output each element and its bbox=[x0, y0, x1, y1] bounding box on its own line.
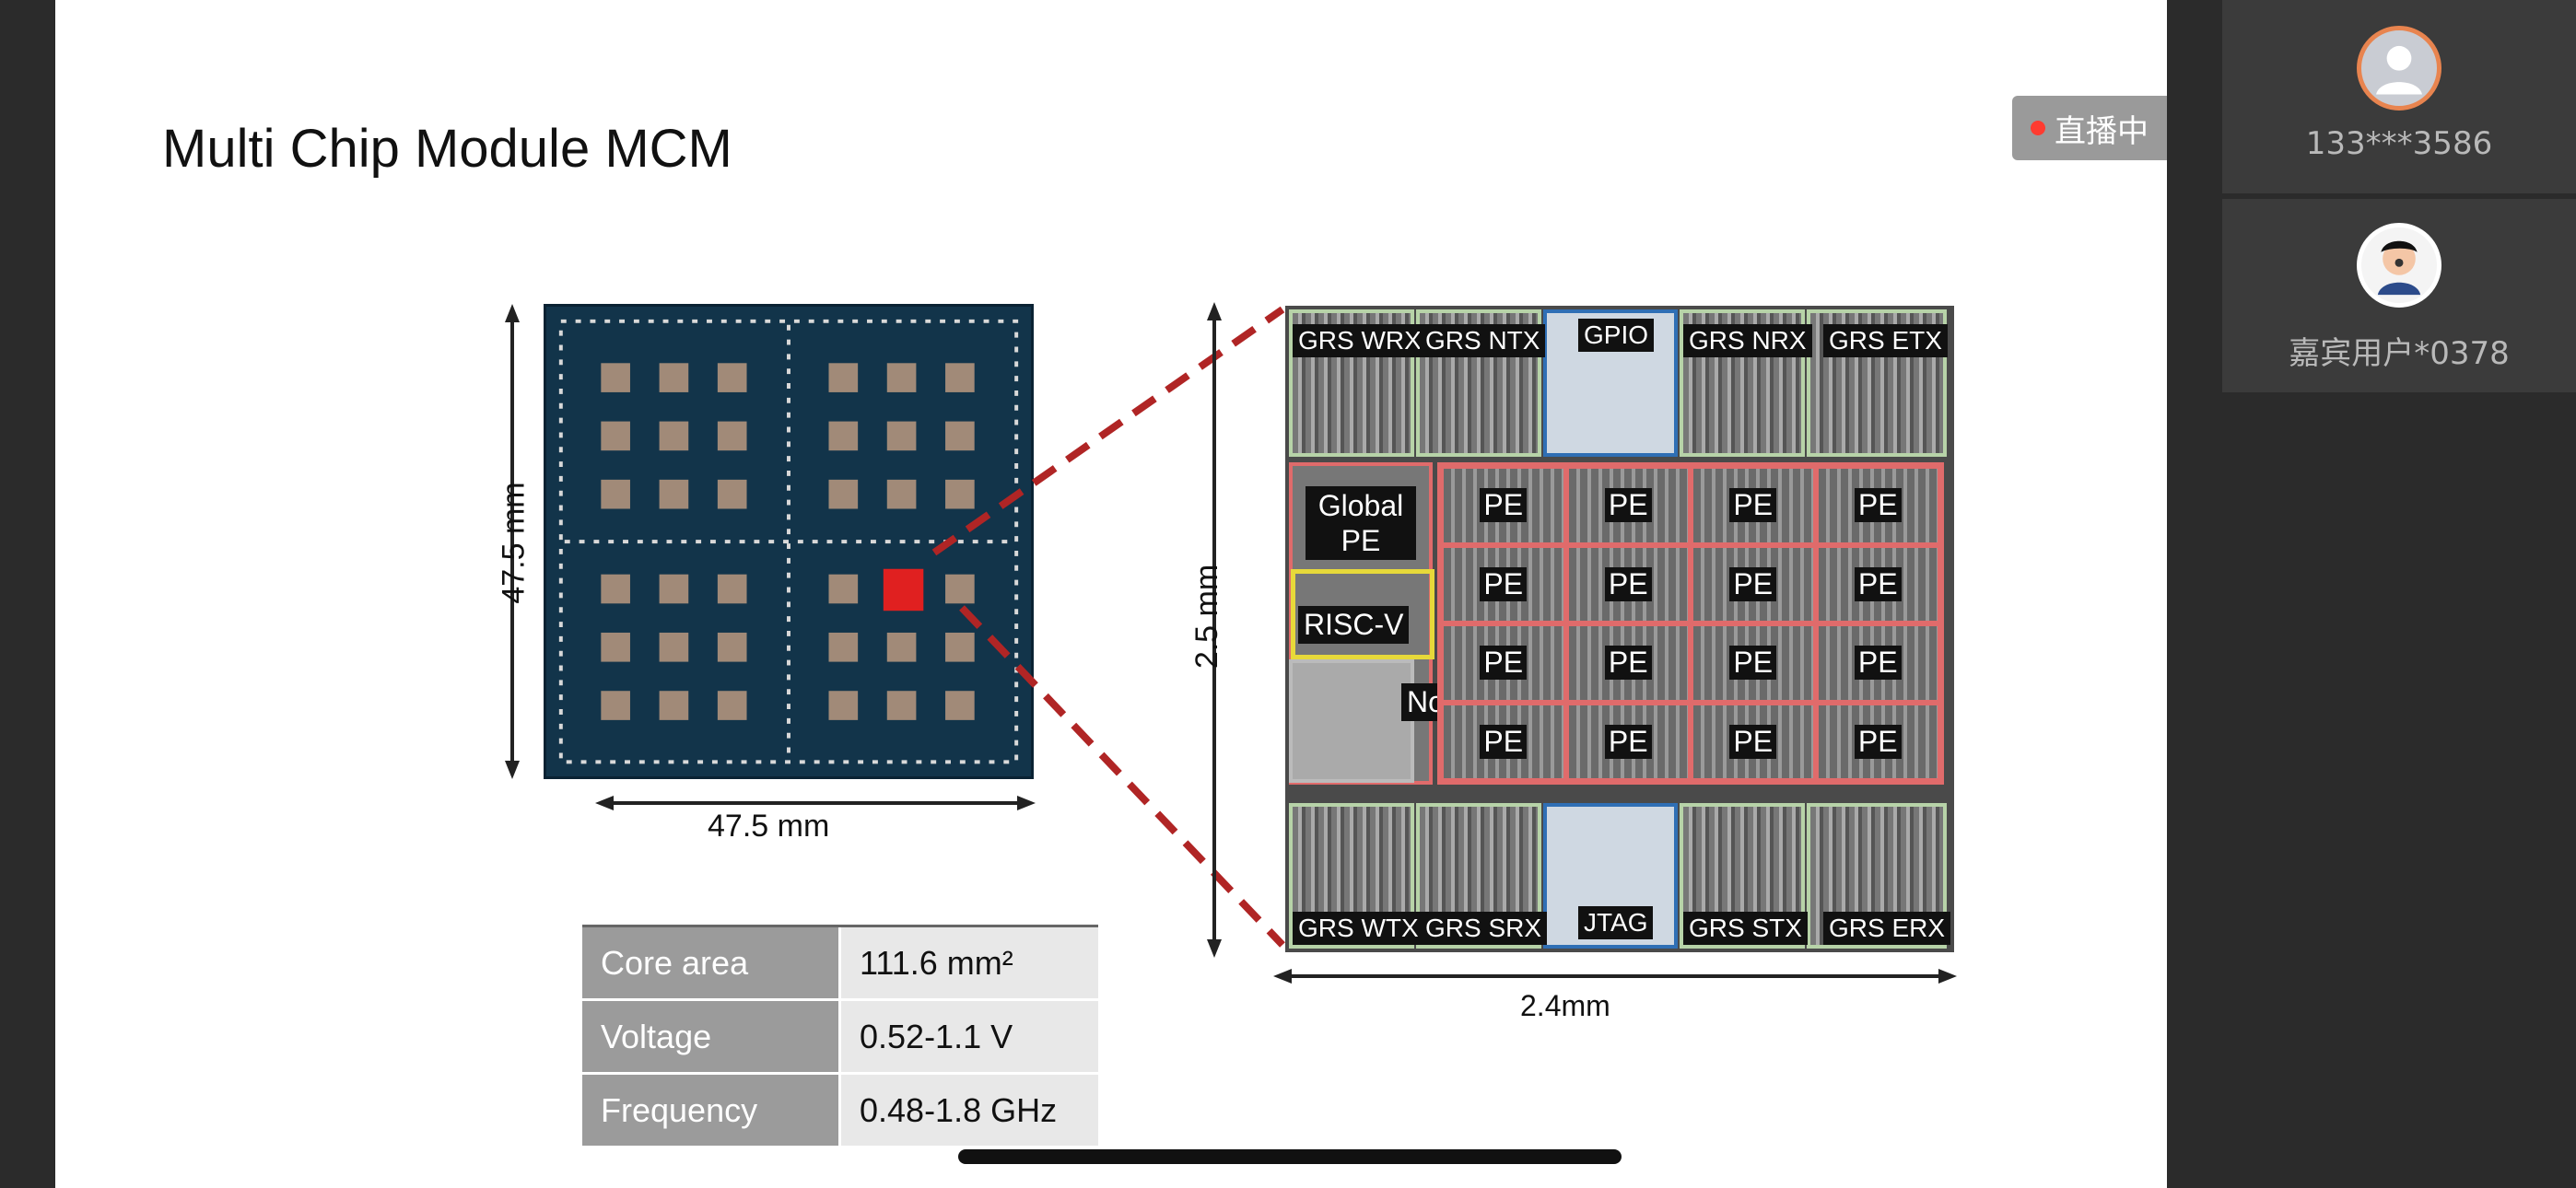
spec-table: Core area 111.6 mm² Voltage 0.52-1.1 V F… bbox=[582, 925, 1098, 1148]
die-label-grs-wrx: GRS WRX bbox=[1293, 324, 1427, 357]
pe-label: PE bbox=[1729, 646, 1777, 681]
pe-cell: PE bbox=[1565, 544, 1691, 623]
participant-name: 嘉宾用户*0378 bbox=[2289, 335, 2510, 372]
pe-cell: PE bbox=[1691, 466, 1816, 545]
pe-cell: PE bbox=[1441, 623, 1566, 703]
pe-label: PE bbox=[1854, 646, 1902, 681]
pe-cell: PE bbox=[1691, 623, 1816, 703]
pe-grid: PE PE PE PE PE PE PE PE PE PE PE PE PE P… bbox=[1437, 462, 1944, 785]
pe-label: PE bbox=[1854, 488, 1902, 523]
pe-label: PE bbox=[1604, 488, 1652, 523]
pe-cell: PE bbox=[1815, 702, 1940, 781]
pe-label: PE bbox=[1729, 488, 1777, 523]
die-label-grs-ntx: GRS NTX bbox=[1420, 324, 1546, 357]
package-dimension-arrows bbox=[505, 304, 1036, 810]
home-indicator[interactable] bbox=[958, 1149, 1622, 1164]
package-chip-array bbox=[558, 319, 1019, 764]
die-label-global-pe: Global PE bbox=[1306, 486, 1416, 560]
pe-label: PE bbox=[1854, 724, 1902, 759]
pe-label: PE bbox=[1480, 488, 1528, 523]
spec-key: Frequency bbox=[582, 1075, 838, 1146]
pe-cell: PE bbox=[1815, 544, 1940, 623]
table-row: Frequency 0.48-1.8 GHz bbox=[582, 1075, 1098, 1148]
die-label-grs-etx: GRS ETX bbox=[1823, 324, 1948, 357]
pe-cell: PE bbox=[1815, 466, 1940, 545]
die-height-label: 2.5 mm bbox=[1189, 564, 1225, 670]
live-status-badge: 直播中 bbox=[2012, 96, 2167, 160]
die-label-grs-nrx: GRS NRX bbox=[1683, 324, 1812, 357]
pe-cell: PE bbox=[1441, 544, 1566, 623]
participant-name: 133***3586 bbox=[2305, 125, 2493, 162]
pe-cell: PE bbox=[1441, 466, 1566, 545]
pe-label: PE bbox=[1604, 646, 1652, 681]
participant-panel: 133***3586 嘉宾用户*0378 bbox=[2167, 0, 2576, 1188]
presentation-slide: Multi Chip Module MCM 直播中 47.5 mm 47.5 m… bbox=[55, 0, 2167, 1188]
pe-cell: PE bbox=[1691, 544, 1816, 623]
pe-label: PE bbox=[1854, 566, 1902, 601]
default-user-avatar-icon bbox=[2357, 26, 2441, 111]
pe-label: PE bbox=[1480, 566, 1528, 601]
pe-label: PE bbox=[1729, 724, 1777, 759]
nop-region bbox=[1289, 659, 1414, 783]
die-label-riscv: RISC-V bbox=[1298, 606, 1410, 644]
die-dimension-arrows bbox=[1207, 302, 1957, 984]
pe-cell: PE bbox=[1565, 702, 1691, 781]
die-label-jtag: JTAG bbox=[1578, 906, 1654, 939]
die-layout-image: GRS WRX GRS NTX GPIO GRS NRX GRS ETX Glo… bbox=[1285, 306, 1954, 952]
pe-label: PE bbox=[1604, 566, 1652, 601]
zoom-dashed-lines bbox=[931, 306, 1285, 948]
table-row: Core area 111.6 mm² bbox=[582, 927, 1098, 1001]
die-label-grs-srx: GRS SRX bbox=[1420, 912, 1548, 945]
die-label-gpio: GPIO bbox=[1578, 319, 1655, 352]
participant-card[interactable]: 133***3586 bbox=[2222, 0, 2576, 193]
package-height-label: 47.5 mm bbox=[496, 482, 532, 604]
pe-cell: PE bbox=[1565, 623, 1691, 703]
spec-value: 0.48-1.8 GHz bbox=[838, 1075, 1098, 1146]
pe-cell: PE bbox=[1565, 466, 1691, 545]
pe-label: PE bbox=[1480, 724, 1528, 759]
riscv-region bbox=[1291, 569, 1434, 659]
cartoon-user-avatar-icon bbox=[2357, 223, 2441, 308]
pe-cell: PE bbox=[1815, 623, 1940, 703]
pe-label: PE bbox=[1480, 646, 1528, 681]
die-label-grs-wtx: GRS WTX bbox=[1293, 912, 1424, 945]
slide-title: Multi Chip Module MCM bbox=[162, 119, 732, 179]
live-dot-icon bbox=[2031, 121, 2045, 135]
spec-value: 0.52-1.1 V bbox=[838, 1001, 1098, 1072]
live-status-label: 直播中 bbox=[2055, 112, 2149, 150]
package-width-label: 47.5 mm bbox=[708, 809, 830, 844]
spec-key: Core area bbox=[582, 927, 838, 998]
die-label-grs-stx: GRS STX bbox=[1683, 912, 1808, 945]
table-row: Voltage 0.52-1.1 V bbox=[582, 1001, 1098, 1075]
spec-value: 111.6 mm² bbox=[838, 927, 1098, 998]
die-width-label: 2.4mm bbox=[1520, 989, 1610, 1022]
pe-cell: PE bbox=[1691, 702, 1816, 781]
left-black-bar bbox=[0, 0, 55, 1188]
pe-cell: PE bbox=[1441, 702, 1566, 781]
die-label-grs-erx: GRS ERX bbox=[1823, 912, 1951, 945]
spec-key: Voltage bbox=[582, 1001, 838, 1072]
pe-label: PE bbox=[1604, 724, 1652, 759]
pe-label: PE bbox=[1729, 566, 1777, 601]
participant-card[interactable]: 嘉宾用户*0378 bbox=[2222, 199, 2576, 392]
